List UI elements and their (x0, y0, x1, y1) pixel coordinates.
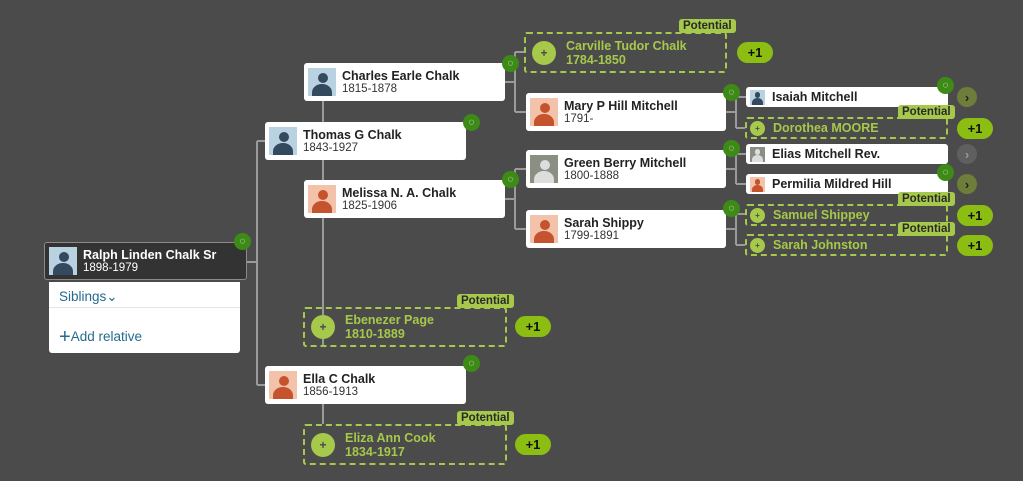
person-name: Elias Mitchell Rev. (772, 147, 881, 161)
more-potentials-button[interactable]: +1 (957, 235, 993, 256)
person-name: Eliza Ann Cook (345, 430, 436, 445)
hint-leaf-icon[interactable]: ◌ (723, 200, 740, 217)
potential-tag: Potential (898, 192, 955, 206)
person-name: Samuel Shippey (773, 208, 870, 222)
person-dates: 1791- (564, 113, 594, 125)
add-person-icon: + (311, 432, 335, 457)
person-dates: 1856-1913 (303, 386, 358, 398)
potential-tag: Potential (679, 19, 736, 33)
add-relative-button[interactable]: +Add relative (59, 326, 142, 349)
add-person-icon: + (311, 315, 335, 339)
root-person-card[interactable]: Ralph Linden Chalk Sr 1898-1979 (44, 242, 247, 280)
more-potentials-button[interactable]: +1 (515, 316, 551, 337)
hint-leaf-icon[interactable]: ◌ (463, 114, 480, 131)
avatar (530, 215, 558, 243)
person-name: Ella C Chalk (303, 372, 376, 386)
person-name: Isaiah Mitchell (772, 90, 858, 104)
person-dates: 1843-1927 (303, 142, 358, 154)
avatar (530, 98, 558, 126)
divider (49, 307, 240, 308)
hint-leaf-icon[interactable]: ◌ (463, 355, 480, 372)
more-potentials-button[interactable]: +1 (957, 118, 993, 139)
hint-leaf-icon[interactable]: ◌ (937, 164, 954, 181)
siblings-label: Siblings (59, 289, 107, 304)
root-menu: Siblings⌄ +Add relative (49, 282, 240, 353)
potential-tag: Potential (898, 222, 955, 236)
person-name: Permilia Mildred Hill (772, 177, 892, 191)
person-name: Ebenezer Page (345, 313, 434, 327)
person-name: Melissa N. A. Chalk (342, 186, 457, 200)
person-name: Sarah Johnston (773, 238, 868, 252)
person-card-permilia[interactable]: Permilia Mildred Hill (746, 174, 948, 194)
plus-icon: + (59, 326, 71, 348)
person-dates: 1825-1906 (342, 200, 397, 212)
potential-tag: Potential (898, 105, 955, 119)
avatar (750, 176, 765, 192)
avatar (269, 127, 297, 155)
person-card-isaiah[interactable]: Isaiah Mitchell (746, 87, 948, 107)
avatar (750, 89, 765, 105)
potential-card-samuel[interactable]: + Samuel Shippey (745, 204, 948, 226)
chevron-down-icon: ⌄ (106, 289, 118, 304)
add-person-icon: + (532, 40, 556, 65)
person-dates: 1898-1979 (83, 262, 138, 274)
hint-leaf-icon[interactable]: ◌ (502, 55, 519, 72)
expand-chevron-right-icon[interactable]: › (957, 87, 977, 107)
add-relative-label: Add relative (70, 329, 142, 344)
expand-chevron-right-icon: › (957, 144, 977, 164)
more-potentials-button[interactable]: +1 (515, 434, 551, 455)
hint-leaf-icon[interactable]: ◌ (502, 171, 519, 188)
add-person-icon: + (750, 207, 765, 223)
person-name: Charles Earle Chalk (342, 69, 460, 83)
person-name: Sarah Shippy (564, 216, 644, 230)
potential-tag: Potential (457, 411, 514, 425)
hint-leaf-icon[interactable]: ◌ (723, 140, 740, 157)
expand-chevron-right-icon[interactable]: › (957, 174, 977, 194)
person-dates: 1834-1917 (345, 444, 405, 459)
person-card-elias[interactable]: Elias Mitchell Rev. (746, 144, 948, 164)
more-potentials-button[interactable]: +1 (957, 205, 993, 226)
person-name: Mary P Hill Mitchell (564, 99, 678, 113)
person-name: Green Berry Mitchell (564, 156, 687, 170)
hint-leaf-icon[interactable]: ◌ (234, 233, 251, 250)
avatar (750, 146, 765, 162)
person-dates: 1810-1889 (345, 327, 405, 341)
avatar (269, 371, 297, 399)
avatar (49, 247, 77, 275)
add-person-icon: + (750, 120, 765, 136)
potential-tag: Potential (457, 294, 514, 308)
person-name: Thomas G Chalk (303, 128, 402, 142)
siblings-button[interactable]: Siblings⌄ (59, 289, 118, 305)
avatar (530, 155, 558, 183)
avatar (308, 185, 336, 213)
more-potentials-button[interactable]: +1 (737, 42, 773, 63)
person-name: Carville Tudor Chalk (566, 38, 687, 53)
person-dates: 1799-1891 (564, 230, 619, 242)
person-name: Ralph Linden Chalk Sr (83, 248, 217, 262)
add-person-icon: + (750, 237, 765, 253)
person-dates: 1815-1878 (342, 83, 397, 95)
potential-card-dorothea[interactable]: + Dorothea MOORE (745, 117, 948, 139)
person-name: Dorothea MOORE (773, 121, 879, 135)
hint-leaf-icon[interactable]: ◌ (937, 77, 954, 94)
avatar (308, 68, 336, 96)
person-dates: 1784-1850 (566, 52, 626, 67)
potential-card-johnston[interactable]: + Sarah Johnston (745, 234, 948, 256)
person-dates: 1800-1888 (564, 170, 619, 182)
hint-leaf-icon[interactable]: ◌ (723, 84, 740, 101)
